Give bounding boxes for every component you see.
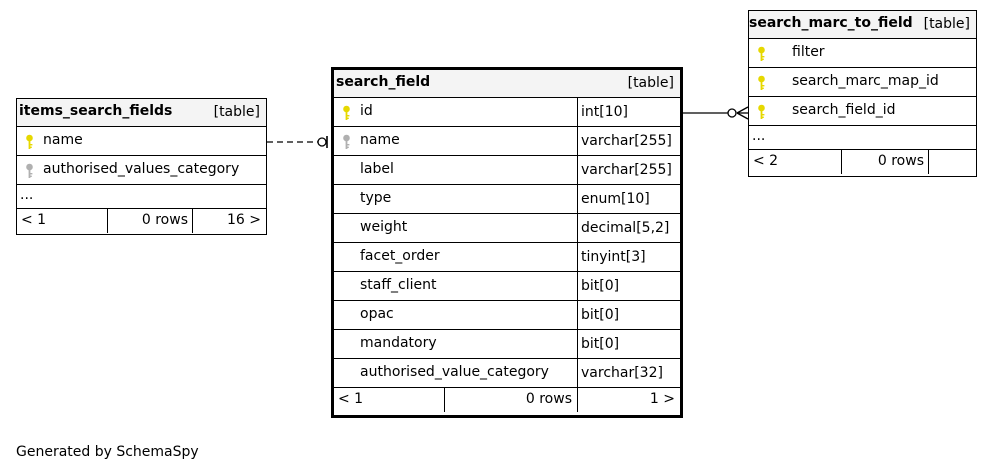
row-count: 0 rows <box>525 391 572 407</box>
column-row[interactable]: search_field_id <box>749 97 976 126</box>
column-row[interactable]: id int[10] <box>334 98 680 127</box>
column-row[interactable]: label varchar[255] <box>334 156 680 185</box>
primary-key-icon <box>342 105 351 121</box>
column-row[interactable]: staff_client bit[0] <box>334 272 680 301</box>
column-row[interactable]: opac bit[0] <box>334 301 680 330</box>
foreign-key-icon <box>25 163 34 179</box>
primary-key-icon <box>757 104 766 120</box>
column-name: weight <box>360 219 408 235</box>
parents-count-link[interactable]: < 2 <box>753 153 779 169</box>
column-type: varchar[32] <box>577 359 680 387</box>
column-name: filter <box>792 44 825 60</box>
column-row[interactable]: filter <box>749 39 976 68</box>
column-type: varchar[255] <box>577 127 680 155</box>
primary-key-icon <box>757 75 766 91</box>
column-row[interactable]: search_marc_map_id <box>749 68 976 97</box>
column-row[interactable]: facet_order tinyint[3] <box>334 243 680 272</box>
primary-key-icon <box>25 134 34 150</box>
table-footer: < 2 0 rows <box>749 150 976 174</box>
table-name: search_field <box>336 74 431 90</box>
column-name: search_field_id <box>792 102 896 118</box>
column-name: authorised_value_category <box>360 364 549 380</box>
column-type: varchar[255] <box>577 156 680 184</box>
column-row[interactable]: weight decimal[5,2] <box>334 214 680 243</box>
row-count: 0 rows <box>877 153 924 169</box>
column-name: mandatory <box>360 335 437 351</box>
column-row[interactable]: name varchar[255] <box>334 127 680 156</box>
column-row[interactable]: authorised_values_category <box>17 156 266 185</box>
table-items-search-fields[interactable]: items_search_fields [table] name authori… <box>16 98 267 235</box>
more-columns-ellipsis: ... <box>17 185 266 209</box>
parents-count-link[interactable]: < 1 <box>338 391 364 407</box>
relationship-items-to-search-field <box>267 136 328 148</box>
column-type: bit[0] <box>577 272 680 300</box>
table-tag: [table] <box>923 16 970 32</box>
column-type: int[10] <box>577 98 680 126</box>
children-count-link[interactable]: 16 > <box>227 212 261 228</box>
primary-key-icon <box>757 46 766 62</box>
column-type: tinyint[3] <box>577 243 680 271</box>
column-type: bit[0] <box>577 301 680 329</box>
column-name: authorised_values_category <box>43 161 240 177</box>
column-type: decimal[5,2] <box>577 214 680 242</box>
column-name: id <box>360 103 373 119</box>
table-footer: < 1 0 rows 16 > <box>17 209 266 233</box>
table-name: search_marc_to_field <box>749 15 913 31</box>
column-row[interactable]: mandatory bit[0] <box>334 330 680 359</box>
children-count-link[interactable]: 1 > <box>649 391 675 407</box>
more-columns-ellipsis: ... <box>749 126 976 150</box>
column-name: name <box>43 132 83 148</box>
table-search-marc-to-field[interactable]: search_marc_to_field [table] filter sear… <box>748 10 977 177</box>
table-tag: [table] <box>627 75 674 91</box>
column-type: enum[10] <box>577 185 680 213</box>
column-name: staff_client <box>360 277 437 293</box>
column-name: label <box>360 161 394 177</box>
table-header: search_marc_to_field [table] <box>749 11 976 39</box>
column-name: type <box>360 190 392 206</box>
table-header: search_field [table] <box>334 70 680 98</box>
parents-count-link[interactable]: < 1 <box>21 212 47 228</box>
table-tag: [table] <box>213 104 260 120</box>
table-search-field[interactable]: search_field [table] id int[10] name varcha… <box>331 67 683 418</box>
column-row[interactable]: name <box>17 127 266 156</box>
column-row[interactable]: type enum[10] <box>334 185 680 214</box>
foreign-key-icon <box>342 134 351 150</box>
column-row[interactable]: authorised_value_category varchar[32] <box>334 359 680 388</box>
table-header: items_search_fields [table] <box>17 99 266 127</box>
column-name: name <box>360 132 400 148</box>
relationship-search-field-to-marc <box>682 106 749 120</box>
table-name: items_search_fields <box>19 103 173 119</box>
column-name: search_marc_map_id <box>792 73 939 89</box>
column-name: opac <box>360 306 394 322</box>
table-footer: < 1 0 rows 1 > <box>334 388 680 412</box>
row-count: 0 rows <box>141 212 188 228</box>
column-name: facet_order <box>360 248 440 264</box>
generated-by-text: Generated by SchemaSpy <box>16 444 199 460</box>
column-type: bit[0] <box>577 330 680 358</box>
